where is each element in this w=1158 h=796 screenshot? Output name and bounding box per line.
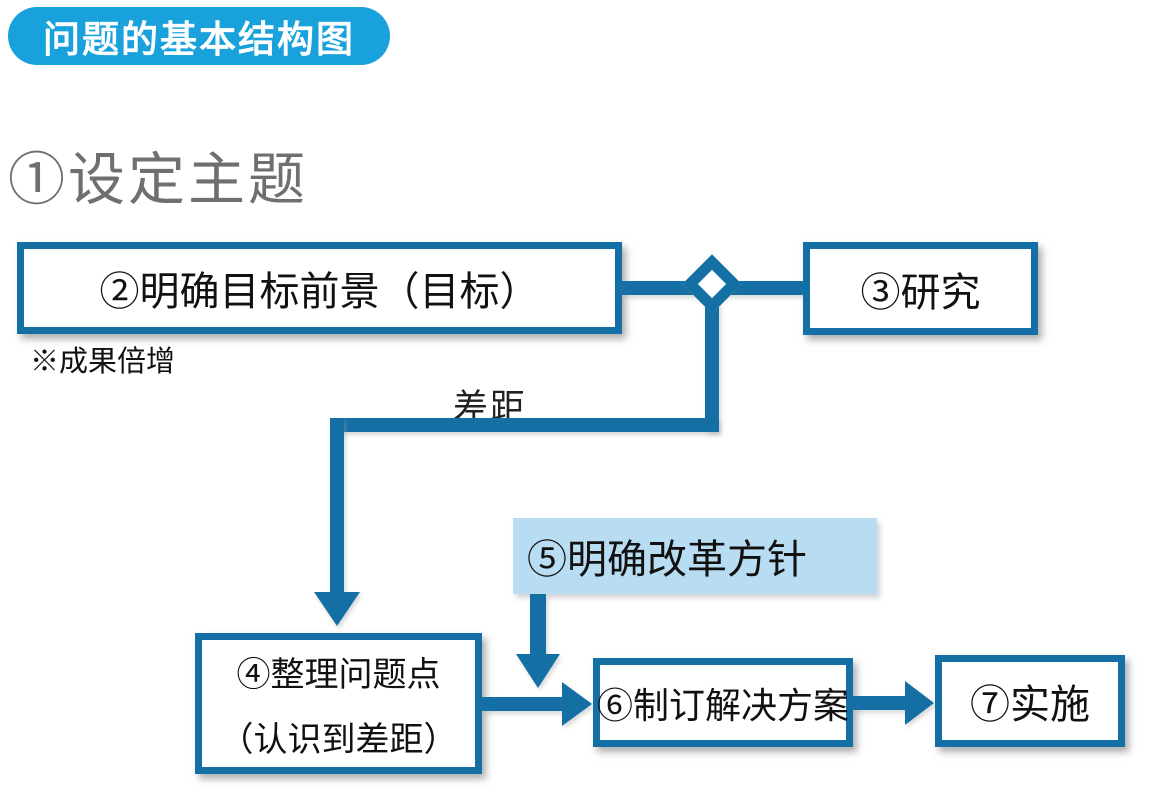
- step6-label: ⑥制订解决方案: [597, 685, 850, 726]
- step1-title: ①设定主题: [8, 149, 308, 212]
- decision-diamond: [682, 254, 742, 314]
- connector-gap-horizontal: [330, 418, 719, 432]
- arrowhead-from-step5: [516, 654, 560, 688]
- step4-label-line1: ④整理问题点: [236, 656, 441, 694]
- arrowhead-into-step7: [905, 681, 934, 725]
- header-badge-label: 问题的基本结构图: [43, 19, 355, 60]
- step4-label-line2: （认识到差距）: [219, 721, 458, 759]
- step2-note: ※成果倍增: [30, 346, 176, 378]
- connector-step5-down: [530, 594, 546, 656]
- step4-node: ④整理问题点 （认识到差距）: [195, 633, 482, 774]
- header-badge: 问题的基本结构图: [8, 7, 390, 65]
- connector-step4-step6: [482, 697, 564, 711]
- step6-node: ⑥制订解决方案: [593, 658, 853, 747]
- step5-node: ⑤明确改革方针: [513, 518, 877, 594]
- arrowhead-into-step6: [562, 682, 592, 726]
- step2-node: ②明确目标前景（目标）: [17, 242, 622, 334]
- arrowhead-into-step4: [314, 592, 360, 626]
- connector-step6-step7: [853, 696, 907, 710]
- connector-diamond-down: [705, 295, 719, 432]
- step5-label: ⑤明确改革方针: [527, 537, 807, 582]
- connector-down-to-step4: [330, 418, 344, 594]
- step7-label: ⑦实施: [970, 682, 1090, 727]
- step2-label: ②明确目标前景（目标）: [99, 269, 540, 314]
- step3-node: ③研究: [803, 242, 1038, 335]
- step7-node: ⑦实施: [935, 655, 1125, 747]
- step3-label: ③研究: [860, 269, 981, 315]
